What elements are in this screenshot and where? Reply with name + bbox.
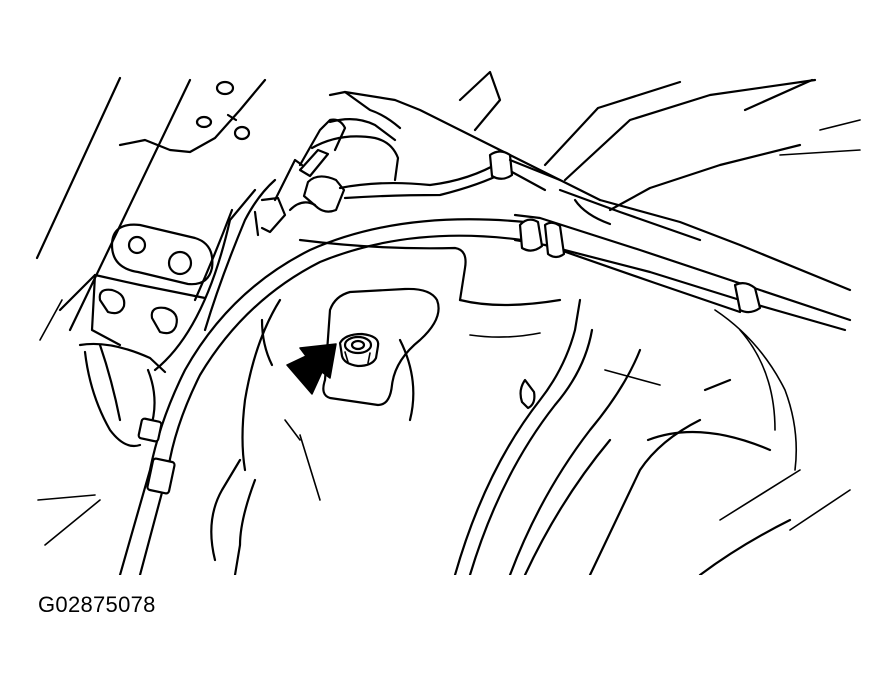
figure-code-label: G02875078 xyxy=(38,592,156,617)
left-body-panel xyxy=(35,76,277,546)
brake-cable-left xyxy=(118,218,527,575)
cable-bundle-upper xyxy=(253,90,602,237)
bolt-fastener xyxy=(338,332,380,368)
fuel-tank xyxy=(210,238,851,575)
pointer-arrow xyxy=(286,343,337,395)
line-drawing xyxy=(35,70,861,575)
brake-cable-right xyxy=(458,70,861,332)
